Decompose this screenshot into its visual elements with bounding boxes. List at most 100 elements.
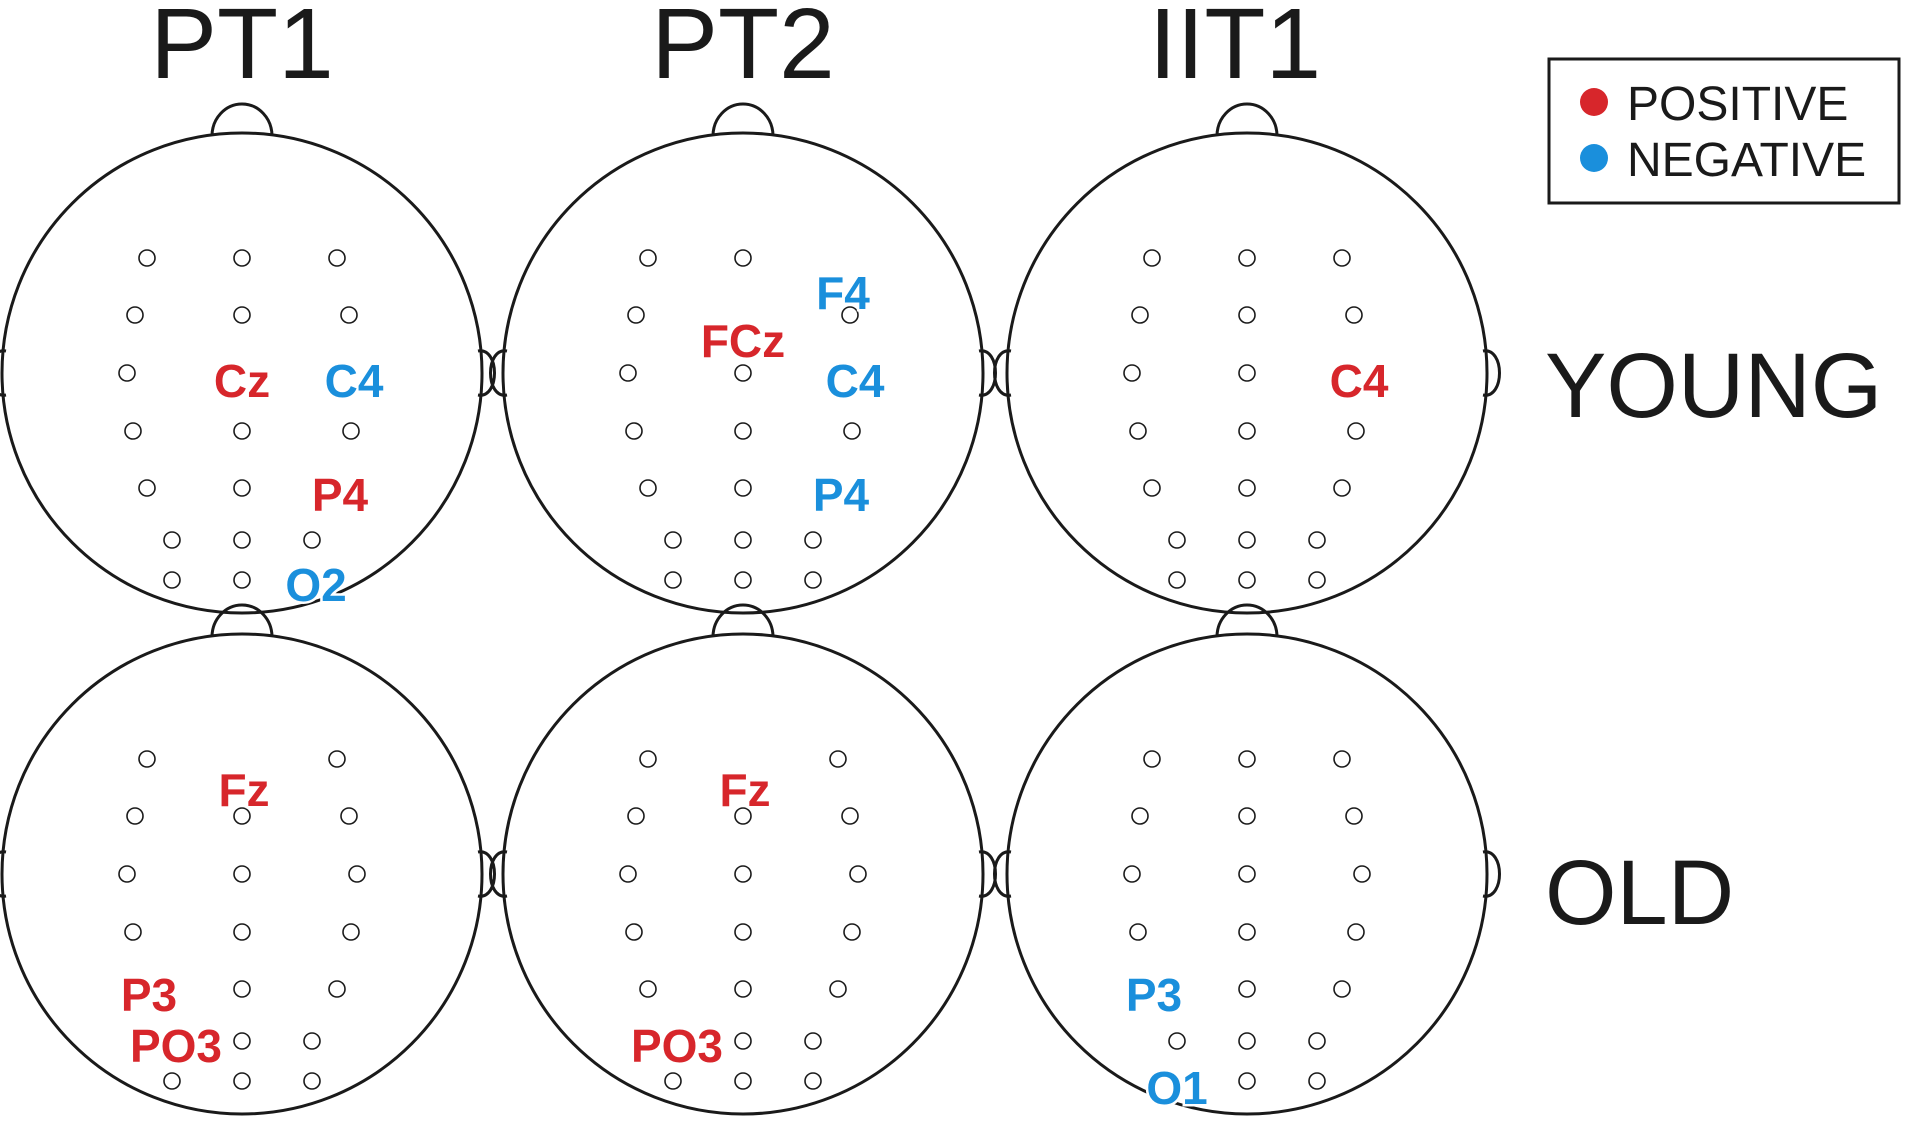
electrode-site: [1168, 1032, 1186, 1050]
scalp-outline: [1005, 131, 1489, 615]
electrode-site: [340, 807, 358, 825]
electrode-site: [1347, 923, 1365, 941]
electrode-site: [841, 306, 859, 324]
electrode-site: [163, 1072, 181, 1090]
electrode-site: [303, 531, 321, 549]
electrode-site: [163, 571, 181, 589]
electrode-site: [1238, 865, 1256, 883]
row-label-old: OLD: [1545, 842, 1734, 944]
right-ear-outline: [477, 349, 496, 397]
electrode-site: [1123, 364, 1141, 382]
electrode-site: [124, 422, 142, 440]
electrode-site: [734, 531, 752, 549]
legend-positive-label: POSITIVE: [1627, 78, 1848, 131]
electrode-site: [342, 422, 360, 440]
left-ear-outline: [489, 349, 508, 397]
electrode-site: [734, 571, 752, 589]
electrode-site: [1333, 750, 1351, 768]
electrode-label-o1: O1: [1146, 1062, 1207, 1114]
electrode-label-c4: C4: [325, 355, 384, 407]
electrode-site: [1168, 571, 1186, 589]
electrode-site: [619, 865, 637, 883]
electrode-site: [804, 1032, 822, 1050]
nose-outline: [1215, 603, 1279, 638]
electrode-site: [1238, 923, 1256, 941]
electrode-site: [734, 980, 752, 998]
electrode-site: [1143, 479, 1161, 497]
electrode-site: [303, 1072, 321, 1090]
electrode-site: [664, 571, 682, 589]
legend-frame: [1547, 57, 1901, 205]
electrode-site: [804, 531, 822, 549]
electrode-site: [1345, 807, 1363, 825]
electrode-site: [734, 807, 752, 825]
scalp-outline: [1005, 632, 1489, 1116]
row-label-young: YOUNG: [1545, 335, 1882, 437]
legend-positive-marker: [1580, 88, 1608, 116]
electrode-site: [619, 364, 637, 382]
electrode-site: [1168, 531, 1186, 549]
electrode-site: [233, 571, 251, 589]
electrode-site: [233, 1032, 251, 1050]
column-title-pt2: PT2: [651, 0, 834, 100]
electrode-site: [734, 249, 752, 267]
electrode-site: [1143, 750, 1161, 768]
electrode-site: [734, 422, 752, 440]
electrode-site: [734, 923, 752, 941]
electrode-site: [1238, 980, 1256, 998]
electrode-site: [233, 865, 251, 883]
scalp-outline: [0, 632, 484, 1116]
electrode-site: [1238, 571, 1256, 589]
electrode-label-cz: Cz: [214, 355, 270, 407]
electrode-site: [1238, 531, 1256, 549]
column-title-iit1: IIT1: [1149, 0, 1321, 100]
electrode-label-p4: P4: [312, 469, 369, 521]
electrode-site: [734, 1072, 752, 1090]
electrode-site: [233, 807, 251, 825]
electrode-site: [348, 865, 366, 883]
electrode-site: [841, 807, 859, 825]
electrode-site: [627, 306, 645, 324]
left-ear-outline: [0, 349, 7, 397]
electrode-site: [843, 923, 861, 941]
scalp-outline: [501, 131, 985, 615]
electrode-site: [233, 531, 251, 549]
electrode-site: [328, 980, 346, 998]
electrode-site: [1238, 306, 1256, 324]
electrode-site: [124, 923, 142, 941]
electrode-site: [233, 479, 251, 497]
electrode-site: [1345, 306, 1363, 324]
legend-negative-marker: [1580, 144, 1608, 172]
electrode-site: [1238, 807, 1256, 825]
electrode-label-fz: Fz: [719, 764, 770, 816]
electrode-site: [625, 422, 643, 440]
electrode-site: [1131, 807, 1149, 825]
electrode-site: [1143, 249, 1161, 267]
electrode-site: [639, 249, 657, 267]
head-iit1-young: C4: [993, 102, 1501, 615]
electrode-site: [303, 1032, 321, 1050]
electrode-label-o2: O2: [285, 559, 346, 611]
electrode-site: [1308, 571, 1326, 589]
electrode-site: [1308, 1032, 1326, 1050]
electrode-site: [1238, 1032, 1256, 1050]
right-ear-outline: [1482, 349, 1501, 397]
electrode-site: [1308, 1072, 1326, 1090]
electrode-label-fcz: FCz: [701, 315, 785, 367]
electrode-site: [1238, 249, 1256, 267]
electrode-site: [163, 531, 181, 549]
electrode-site: [340, 306, 358, 324]
electrode-site: [342, 923, 360, 941]
electrode-site: [734, 865, 752, 883]
right-ear-outline: [1482, 850, 1501, 898]
electrode-site: [849, 865, 867, 883]
electrode-site: [1308, 531, 1326, 549]
electrode-site: [126, 807, 144, 825]
nose-outline: [210, 603, 274, 638]
